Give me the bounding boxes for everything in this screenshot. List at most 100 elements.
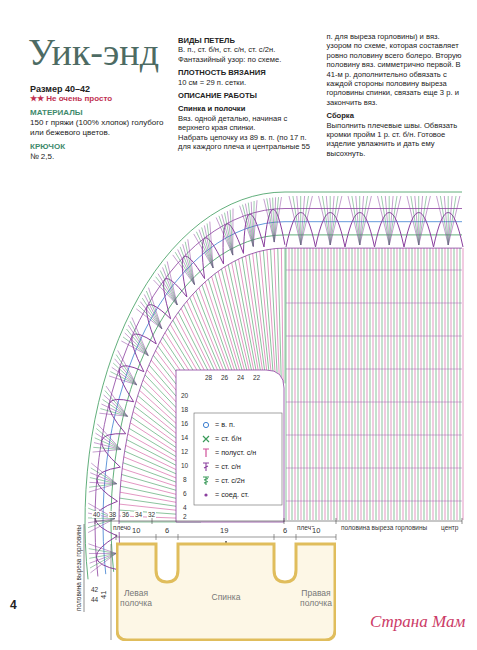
info-text: 150 г пряжи (100% хлопок) голубого или б… (30, 118, 165, 138)
fan-stitch (89, 484, 116, 488)
stitch-column (337, 248, 338, 520)
stitch-column (367, 248, 368, 520)
chart-label: 10 (311, 527, 321, 535)
chart-label: 6 (182, 490, 188, 497)
fan-stitch (411, 196, 419, 245)
chart-label: 6 (282, 527, 288, 535)
stitch-column (263, 250, 274, 384)
stitch-column (328, 248, 329, 520)
chart-label: 44 (90, 596, 99, 603)
stitch-column (421, 248, 422, 520)
fan-stitch (360, 196, 368, 245)
measure-tick (284, 518, 285, 524)
fan-stitch (232, 208, 233, 255)
fan-stitch (146, 291, 161, 329)
row-line (286, 501, 462, 502)
fan-stitch (356, 196, 360, 245)
stitch-column (310, 248, 311, 520)
part-name: Правая полочка (296, 588, 336, 608)
scallop (119, 366, 144, 402)
fan-stitch (101, 404, 127, 416)
legend-text: = соед. ст. (215, 490, 249, 499)
fan-stitch (105, 391, 128, 417)
fan-stitch (110, 372, 136, 385)
fan-stitch (385, 196, 389, 245)
fan-stitch (240, 206, 254, 247)
fan-stitch (444, 196, 448, 245)
fan-stitch (419, 196, 427, 245)
fan-stitch (274, 197, 281, 242)
measure-tick (336, 518, 337, 524)
fan-stitch (90, 553, 116, 572)
chart-label: 12 (180, 448, 189, 455)
stitch-column (364, 248, 365, 520)
fan-stitch (118, 350, 137, 384)
fan-stitch (437, 196, 449, 245)
fan-stitch (142, 298, 162, 329)
fan-stitch (90, 473, 116, 484)
chart-label: 32 (147, 511, 156, 518)
stitch-column (343, 248, 344, 520)
fan-stitch (175, 252, 194, 284)
fan-stitch (202, 227, 213, 267)
measure-line (84, 524, 85, 612)
fan-stitch (148, 288, 161, 329)
chart-label: 2 (182, 513, 188, 520)
instruction-text: ВИДЫ ПЕТЕЛЬ (178, 36, 317, 45)
stitch-column (285, 248, 286, 383)
row-line (286, 468, 462, 469)
chart-label: 42 (90, 586, 99, 593)
legend-sample (199, 448, 213, 458)
part-name: Левая полочка (116, 588, 156, 608)
fan-stitch (253, 200, 257, 246)
chart-label: 16 (180, 420, 189, 427)
stitch-column (415, 248, 416, 520)
stitch-column (397, 248, 398, 520)
fan-stitch (322, 196, 330, 245)
stitch-column (430, 248, 431, 520)
instruction-text: Вяз. одной деталью, начиная с верхнего к… (178, 114, 317, 133)
fan-stitch (95, 438, 121, 450)
fan-stitch (91, 463, 116, 484)
fan-stitch (115, 359, 137, 385)
fan-stitch (113, 363, 137, 385)
measure-tick (95, 518, 96, 524)
stitch-column (385, 248, 386, 520)
legend-text: = ст. с/2н (215, 476, 245, 485)
instruction-text: Спинка и полочки (178, 104, 317, 113)
watermark: Страна Мам (368, 612, 467, 632)
instruction-text: ПЛОТНОСТЬ ВЯЗАНИЯ (178, 68, 317, 77)
stitch-column (457, 248, 458, 520)
stitch-column (331, 248, 332, 520)
stitch-column (409, 248, 410, 520)
fan-stitch (188, 239, 195, 284)
fan-stitch (378, 196, 390, 245)
legend-sample (199, 420, 213, 430)
round-line (111, 235, 462, 572)
scallop (202, 238, 223, 279)
stitch-column (239, 259, 262, 389)
fan-stitch (270, 198, 275, 242)
chart-label: 36 (121, 511, 130, 518)
dimension-line (111, 544, 112, 640)
stitch-column (304, 248, 305, 520)
fan-stitch (88, 544, 116, 554)
fan-stitch (407, 196, 419, 245)
chart-label: 4 (182, 504, 188, 511)
info-text: № 2,5. (30, 152, 165, 162)
fan-stitch (251, 202, 253, 247)
fan-stitch (301, 196, 309, 245)
measure-tick (462, 518, 463, 524)
row-line (286, 270, 462, 271)
row-line (286, 435, 462, 436)
fan-stitch (230, 210, 233, 255)
legend-text: = ст. с/н (215, 462, 241, 471)
stitch-column (249, 255, 267, 387)
fan-stitch (144, 294, 161, 328)
fan-stitch (448, 196, 460, 245)
fan-stitch (89, 553, 116, 558)
stitch-column (412, 248, 413, 520)
stitch-column (274, 249, 279, 384)
stitch-column (442, 248, 443, 520)
